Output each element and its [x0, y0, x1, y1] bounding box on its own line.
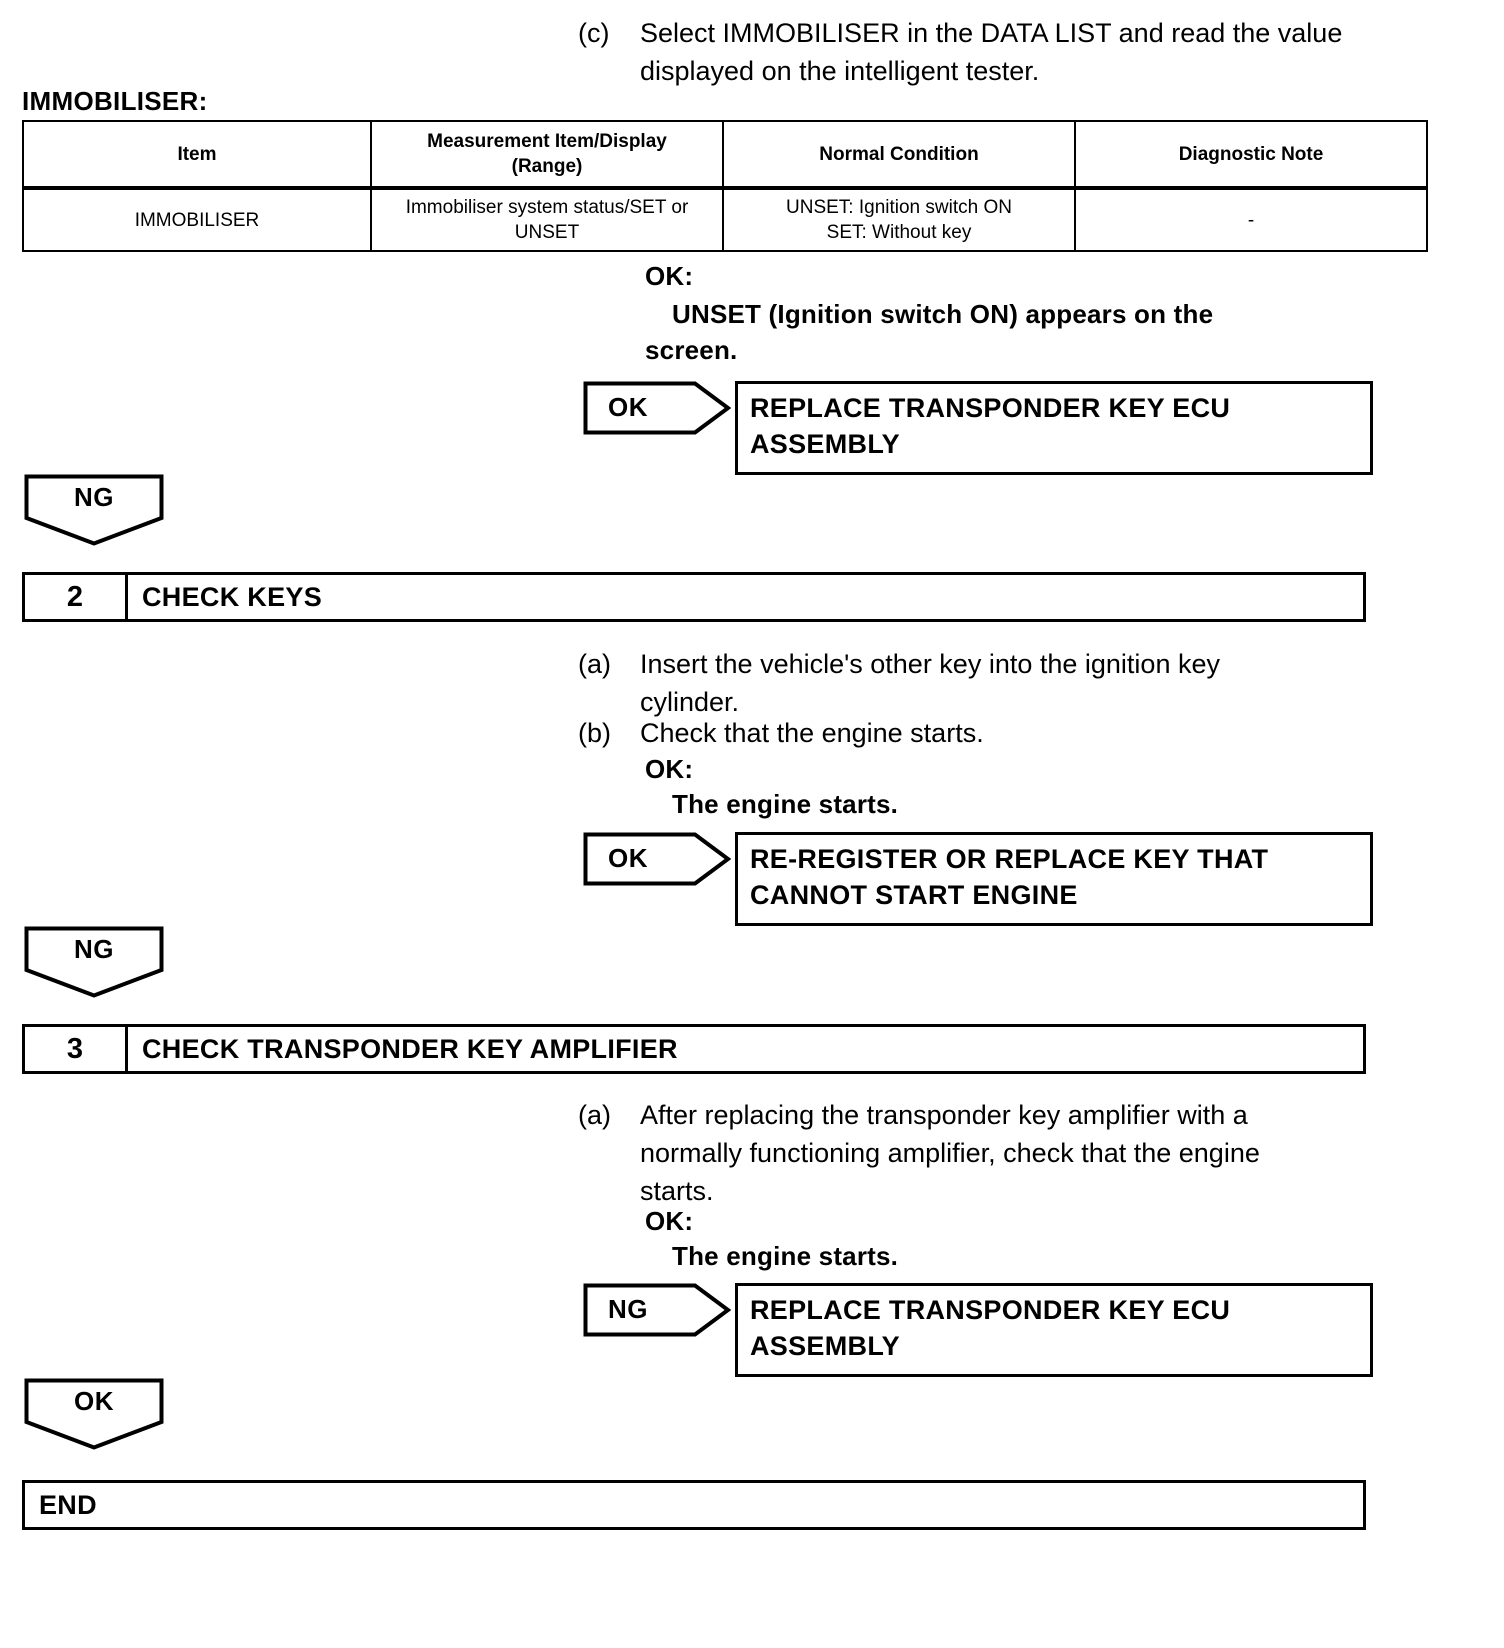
step-title-3: CHECK TRANSPONDER KEY AMPLIFIER — [142, 1033, 678, 1064]
cell-diagnostic-note: - — [1074, 188, 1428, 252]
step2-instruction-b: (b) Check that the engine starts. — [578, 714, 1338, 752]
instruction-text: After replacing the transponder key ampl… — [640, 1100, 1260, 1206]
step-title-2: CHECK KEYS — [142, 581, 323, 612]
table-header-row: Item Measurement Item/Display (Range) No… — [22, 120, 1428, 190]
step-header-3: 3 CHECK TRANSPONDER KEY AMPLIFIER — [22, 1024, 1366, 1074]
judgement-down-ok: OK — [24, 1378, 164, 1450]
step3-ok-value: The engine starts. — [672, 1241, 899, 1271]
judgement-arrow-ok: OK — [583, 832, 731, 886]
step3-result-line2: ASSEMBLY — [750, 1331, 900, 1361]
judgement-arrow-ok: OK — [583, 381, 731, 435]
instruction-text: Insert the vehicle's other key into the … — [640, 649, 1220, 717]
step2-instruction-a: (a) Insert the vehicle's other key into … — [578, 645, 1278, 721]
column-header-measurement: Measurement Item/Display (Range) — [370, 120, 724, 190]
step1-result-box: REPLACE TRANSPONDER KEY ECU ASSEMBLY — [735, 381, 1373, 475]
table-row: IMMOBILISER Immobiliser system status/SE… — [22, 188, 1428, 252]
judgement-arrow-label: OK — [608, 392, 648, 422]
pentagon-down-icon — [24, 1378, 164, 1450]
instruction-marker: (a) — [578, 649, 611, 679]
immobiliser-data-table: Item Measurement Item/Display (Range) No… — [22, 120, 1428, 252]
step3-instruction-a: (a) After replacing the transponder key … — [578, 1096, 1268, 1210]
column-header-normal-condition: Normal Condition — [722, 120, 1076, 190]
instruction-text: Select IMMOBILISER in the DATA LIST and … — [640, 18, 1343, 86]
cell-item: IMMOBILISER — [22, 188, 372, 252]
instruction-marker: (a) — [578, 1100, 611, 1130]
step-header-2: 2 CHECK KEYS — [22, 572, 1366, 622]
column-header-item: Item — [22, 120, 372, 190]
instruction-marker: (c) — [578, 18, 610, 48]
table-body: IMMOBILISER Immobiliser system status/SE… — [22, 188, 1428, 252]
cell-normal-line1: UNSET: Ignition switch ON — [786, 197, 1012, 218]
arrow-right-icon — [583, 832, 731, 886]
instruction-marker: (b) — [578, 718, 611, 748]
instruction-text: Check that the engine starts. — [640, 718, 984, 748]
step2-ok-label: OK: — [645, 754, 694, 784]
step-number-2: 2 — [25, 575, 128, 619]
column-header-diagnostic-note: Diagnostic Note — [1074, 120, 1428, 190]
cell-measurement-line1: Immobiliser system status/SET or — [405, 197, 689, 218]
judgement-down-label: OK — [74, 1386, 114, 1416]
judgement-down-ng-1: NG — [24, 474, 164, 546]
column-header-measurement-line2: (Range) — [511, 156, 583, 177]
step1-ok-value-line2: screen. — [645, 335, 738, 365]
judgement-down-label: NG — [74, 934, 114, 964]
pentagon-down-icon — [24, 474, 164, 546]
step3-result-line1: REPLACE TRANSPONDER KEY ECU — [750, 1295, 1231, 1325]
step1-result-line2: ASSEMBLY — [750, 429, 900, 459]
cell-measurement: Immobiliser system status/SET or UNSET — [370, 188, 724, 252]
judgement-arrow-label: OK — [608, 843, 648, 873]
step2-result-box: RE-REGISTER OR REPLACE KEY THAT CANNOT S… — [735, 832, 1373, 926]
step1-ok-value-line1: UNSET (Ignition switch ON) appears on th… — [672, 299, 1214, 329]
step3-result-box: REPLACE TRANSPONDER KEY ECU ASSEMBLY — [735, 1283, 1373, 1377]
judgement-down-label: NG — [74, 482, 114, 512]
step1-result-line1: REPLACE TRANSPONDER KEY ECU — [750, 393, 1231, 423]
pentagon-down-icon — [24, 926, 164, 998]
step-number-3: 3 — [25, 1027, 128, 1071]
step1-ok-label: OK: — [645, 261, 694, 291]
judgement-down-ng-2: NG — [24, 926, 164, 998]
cell-normal-line2: SET: Without key — [826, 222, 972, 243]
step2-ok-value: The engine starts. — [672, 789, 899, 819]
instruction-c: (c) Select IMMOBILISER in the DATA LIST … — [578, 14, 1368, 90]
step3-ok-label: OK: — [645, 1206, 694, 1236]
table-caption: IMMOBILISER: — [22, 86, 208, 116]
cell-measurement-line2: UNSET — [514, 222, 580, 243]
cell-normal-condition: UNSET: Ignition switch ON SET: Without k… — [722, 188, 1076, 252]
end-box: END — [22, 1480, 1366, 1530]
step2-result-line2: CANNOT START ENGINE — [750, 880, 1078, 910]
judgement-arrow-ng: NG — [583, 1283, 731, 1337]
judgement-arrow-label: NG — [608, 1294, 648, 1324]
column-header-measurement-line1: Measurement Item/Display — [427, 131, 667, 152]
step2-result-line1: RE-REGISTER OR REPLACE KEY THAT — [750, 844, 1269, 874]
arrow-right-icon — [583, 1283, 731, 1337]
table-head: Item Measurement Item/Display (Range) No… — [22, 120, 1428, 190]
arrow-right-icon — [583, 381, 731, 435]
